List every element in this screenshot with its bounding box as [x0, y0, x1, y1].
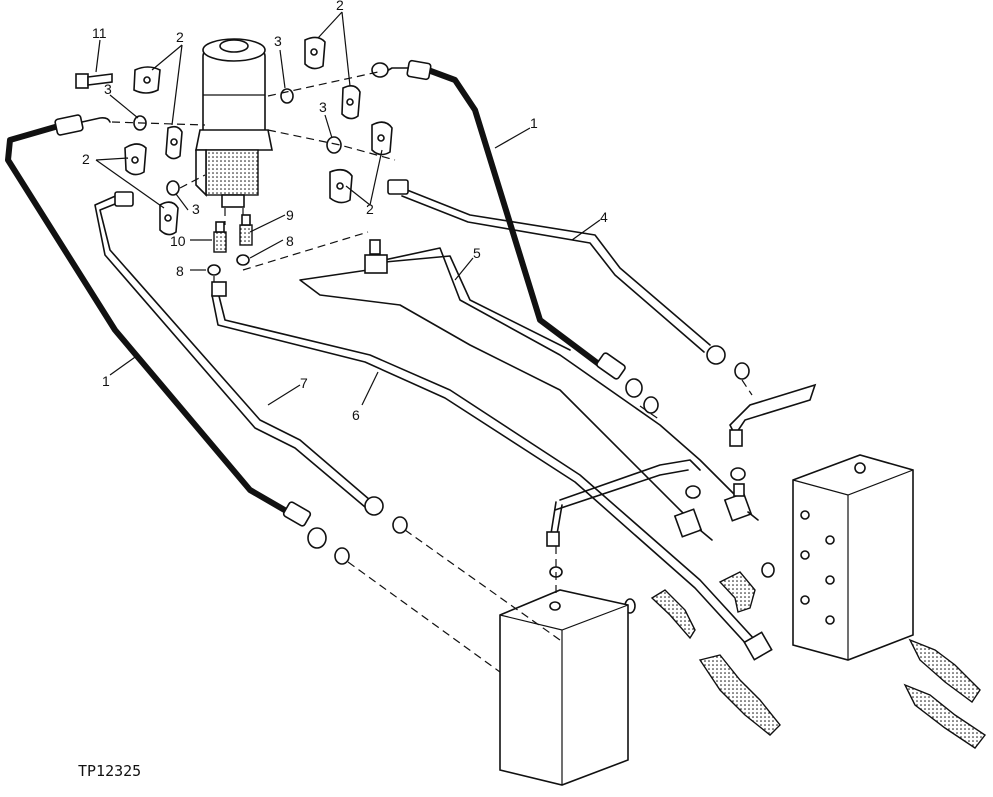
callout-oring-mid-right: 3: [319, 99, 327, 115]
tube-line-4: [387, 179, 726, 365]
callout-line-4: 4: [600, 209, 608, 225]
callout-oring-top-left: 3: [104, 81, 112, 97]
callout-oring-8-right: 8: [286, 233, 294, 249]
flange-set: [124, 36, 393, 236]
callout-oring-8-left: 8: [176, 263, 184, 279]
callout-line-7: 7: [300, 375, 308, 391]
hose-ends-bottom: [650, 571, 987, 749]
tube-line-6: [211, 281, 773, 661]
callout-bolt-11: 11: [92, 25, 107, 41]
callout-oring-mid-left: 3: [192, 201, 200, 217]
valve-block-left: [499, 589, 629, 786]
assembly-lines: [111, 71, 753, 673]
hose-left: [5, 114, 327, 549]
tube-line-bridge: [546, 383, 817, 547]
callout-flange-top-right: 2: [336, 0, 344, 13]
tube-line-7: [94, 191, 384, 516]
bolt-11: [75, 73, 113, 89]
hose-right: [371, 59, 643, 398]
figure-code: TP12325: [78, 762, 141, 780]
valve-block-right: [792, 454, 914, 661]
callout-oring-top-mid: 3: [274, 33, 282, 49]
callout-fitting-10: 10: [170, 233, 186, 249]
callout-line-5: 5: [473, 245, 481, 261]
pump-motor: [195, 38, 273, 208]
callout-hose-right: 1: [530, 115, 538, 131]
leader-lines: [95, 11, 601, 406]
callout-fitting-9: 9: [286, 207, 294, 223]
callout-flange-mid-left: 2: [82, 151, 90, 167]
callout-flange-mid-right: 2: [366, 201, 374, 217]
callout-line-6: 6: [352, 407, 360, 423]
tube-line-5: [299, 239, 759, 541]
callout-flange-top-left: 2: [176, 29, 184, 45]
callout-labels: 11 2 3 3 2 3 2 3 2 9 10 8 8 1 4 5 1 7 6: [82, 0, 608, 423]
callout-hose-left: 1: [102, 373, 110, 389]
fittings-9-10: [213, 214, 253, 253]
